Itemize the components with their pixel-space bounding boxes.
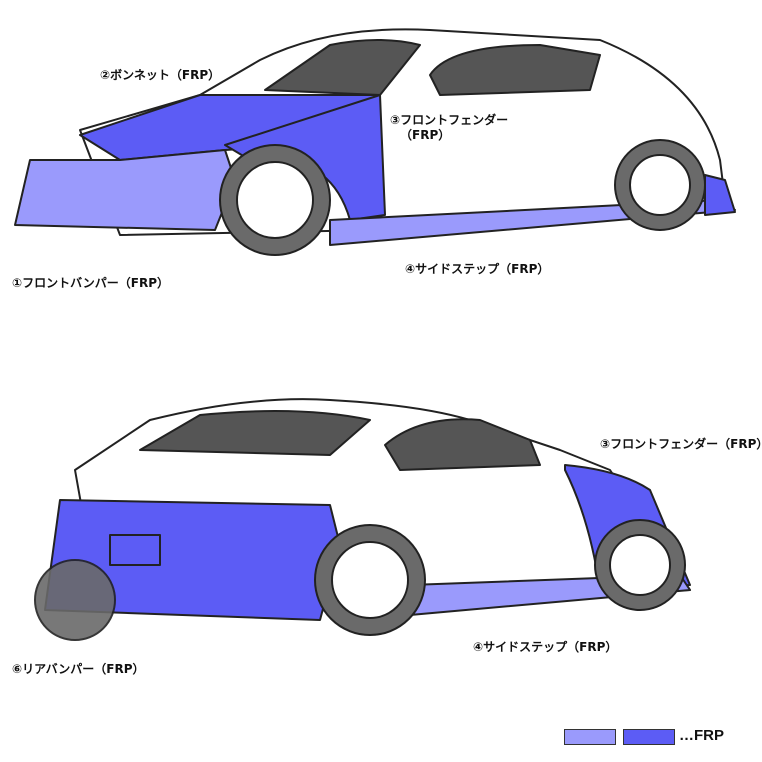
- side-window: [429, 44, 601, 96]
- label-front-fender: ③フロントフェンダー（FRP）: [600, 437, 762, 451]
- label-bonnet: ②ボンネット（FRP）: [100, 68, 221, 82]
- front-wheel-rim: [609, 534, 671, 596]
- label-front-bumper: ①フロントバンパー（FRP）: [12, 276, 169, 290]
- side-window: [384, 418, 541, 471]
- label-side-step: ④サイドステップ（FRP）: [473, 640, 618, 654]
- windshield: [264, 39, 421, 96]
- far-side-wheel: [34, 559, 116, 641]
- label-front-fender-frp: （FRP）: [400, 128, 451, 142]
- rear-wheel-rim: [629, 154, 691, 216]
- label-rear-bumper: ⑥リアバンパー（FRP）: [12, 662, 145, 676]
- rear-lip-part: [704, 174, 736, 216]
- rear-wheel-rim: [331, 541, 409, 619]
- rear-window: [139, 410, 371, 456]
- front-bumper-part: [14, 149, 236, 231]
- car-rear-view: [34, 398, 691, 641]
- label-front-fender: ③フロントフェンダー: [390, 113, 509, 127]
- front-wheel-rim: [236, 161, 314, 239]
- license-plate: [109, 534, 161, 566]
- label-side-step: ④サイドステップ（FRP）: [405, 262, 550, 276]
- car-front-view: [14, 28, 736, 256]
- legend-text: …FRP: [679, 727, 724, 744]
- legend-swatch-light: [564, 729, 616, 745]
- legend-swatch-dark: [623, 729, 675, 745]
